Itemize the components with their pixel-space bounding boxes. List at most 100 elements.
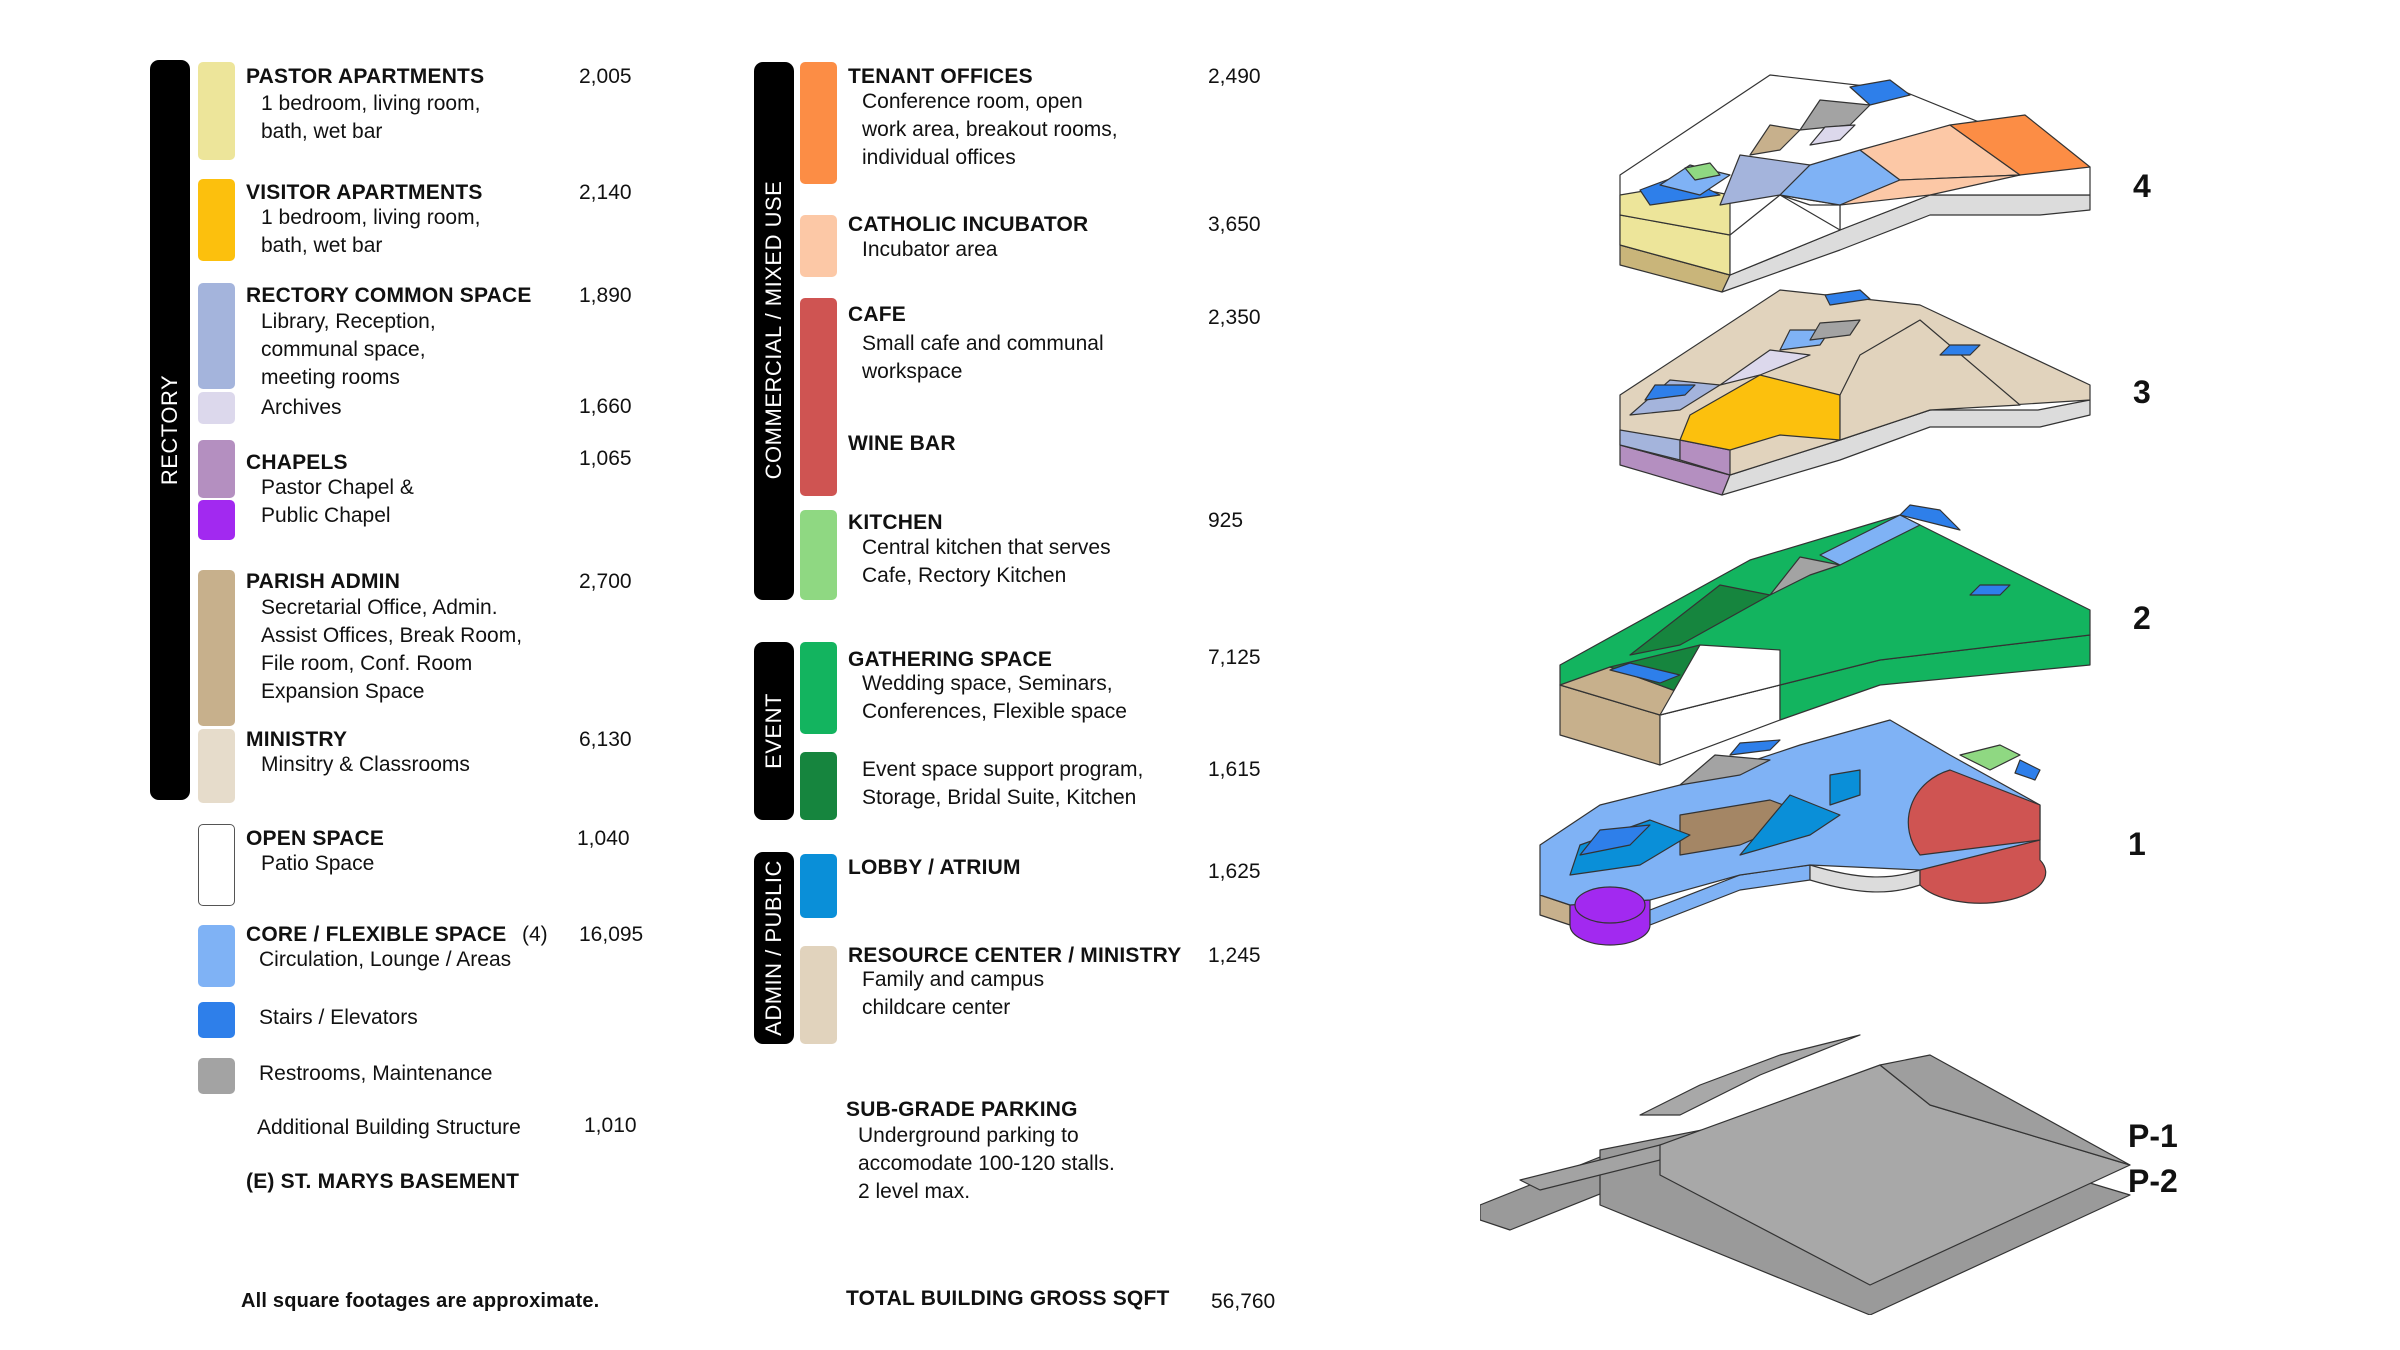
visitor-apartments-desc: 1 bedroom, living room, bath, wet bar (261, 206, 481, 257)
parish-admin-swatch (198, 570, 235, 726)
rectory-group-bar (150, 60, 190, 800)
tenant-offices-title: TENANT OFFICES (848, 65, 1033, 88)
approximate-note: All square footages are approximate. (241, 1290, 600, 1312)
rectory-common-sqft: 1,890 (579, 284, 632, 307)
resource-center-swatch (800, 946, 837, 1044)
cafe-sqft: 2,350 (1208, 306, 1261, 329)
basement-title: (E) ST. MARYS BASEMENT (246, 1170, 520, 1193)
cafe-swatch (800, 298, 837, 496)
pastor-apartments-swatch (198, 62, 235, 160)
kitchen-desc: Central kitchen that serves Cafe, Rector… (862, 536, 1111, 587)
rectory-group-label: RECTORY (157, 374, 182, 486)
parking-levels (1480, 1034, 2131, 1315)
rectory-common-desc: Library, Reception, communal space, meet… (261, 310, 436, 389)
level-2-label: 2 (2133, 600, 2151, 636)
tenant-offices-desc: Conference room, open work area, breakou… (862, 90, 1118, 169)
stairs-desc: Stairs / Elevators (259, 1006, 418, 1029)
restrooms-desc: Restrooms, Maintenance (259, 1062, 493, 1085)
level-4-label: 4 (2133, 168, 2151, 204)
resource-center-sqft: 1,245 (1208, 944, 1261, 967)
parking-desc: Underground parking to accomodate 100-12… (858, 1124, 1115, 1203)
parish-admin-desc: Secretarial Office, Admin. Assist Office… (261, 596, 523, 703)
parking-title: SUB-GRADE PARKING (846, 1098, 1078, 1121)
total-value: 56,760 (1211, 1290, 1276, 1313)
open-space-desc: Patio Space (261, 852, 375, 875)
chapels-sqft: 1,065 (579, 447, 632, 470)
kitchen-sqft: 925 (1208, 509, 1244, 532)
visitor-apartments-title: VISITOR APARTMENTS (246, 181, 483, 204)
admin-group-label: ADMIN / PUBLIC (761, 860, 786, 1036)
level-3-plate (1619, 289, 2091, 496)
axonometric-floor-stack (1480, 74, 2131, 1315)
lobby-sqft: 1,625 (1208, 860, 1261, 883)
admin-group-bar (754, 852, 794, 1044)
archives-desc: Archives (261, 396, 342, 419)
ministry-title: MINISTRY (246, 728, 348, 751)
cafe-title: CAFE (848, 303, 906, 326)
chapels-title: CHAPELS (246, 451, 348, 474)
core-sqft: 16,095 (579, 923, 644, 946)
ministry-desc: Minsitry & Classrooms (261, 753, 470, 776)
open-space-title: OPEN SPACE (246, 827, 385, 850)
incubator-title: CATHOLIC INCUBATOR (848, 213, 1089, 236)
level-4-plate (1619, 74, 2091, 293)
event-group-bar (754, 642, 794, 820)
level-1-plate (1539, 719, 2047, 946)
archives-sqft: 1,660 (579, 395, 632, 418)
gathering-desc: Wedding space, Seminars, Conferences, Fl… (862, 672, 1127, 723)
commercial-group-label: COMMERCIAL / MIXED USE (761, 180, 786, 480)
wine-bar-title: WINE BAR (848, 432, 956, 455)
core-count: (4) (522, 923, 548, 946)
pastor-apartments-desc: 1 bedroom, living room, bath, wet bar (261, 92, 481, 143)
gathering-sqft: 7,125 (1208, 646, 1261, 669)
resource-center-desc: Family and campus childcare center (862, 968, 1045, 1019)
archives-swatch (198, 392, 235, 424)
ministry-sqft: 6,130 (579, 728, 632, 751)
visitor-apartments-sqft: 2,140 (579, 181, 632, 204)
core-swatch (198, 925, 235, 987)
core-desc: Circulation, Lounge / Areas (259, 948, 512, 971)
event-support-sqft: 1,615 (1208, 758, 1261, 781)
chapels-desc: Pastor Chapel & Public Chapel (261, 476, 414, 527)
pastor-apartments-title: PASTOR APARTMENTS (246, 65, 485, 88)
resource-center-title: RESOURCE CENTER / MINISTRY (848, 944, 1182, 967)
ministry-swatch (198, 729, 235, 803)
level-1-label: 1 (2128, 826, 2146, 862)
lobby-title: LOBBY / ATRIUM (848, 856, 1021, 879)
stairs-swatch (198, 1002, 235, 1038)
total-label: TOTAL BUILDING GROSS SQFT (846, 1287, 1170, 1310)
tenant-offices-swatch (800, 62, 837, 184)
open-space-sqft: 1,040 (577, 827, 630, 850)
kitchen-swatch (800, 510, 837, 600)
additional-structure-desc: Additional Building Structure (257, 1116, 521, 1139)
tenant-offices-sqft: 2,490 (1208, 65, 1261, 88)
restrooms-swatch (198, 1058, 235, 1094)
event-support-desc: Event space support program, Storage, Br… (862, 758, 1144, 809)
open-space-swatch (198, 824, 235, 906)
level-3-label: 3 (2133, 374, 2151, 410)
lobby-swatch (800, 854, 837, 918)
rectory-common-swatch (198, 283, 235, 389)
pastor-chapel-swatch (198, 440, 235, 498)
pastor-apartments-sqft: 2,005 (579, 65, 632, 88)
event-support-swatch (800, 752, 837, 820)
rectory-common-title: RECTORY COMMON SPACE (246, 284, 532, 307)
level-p1-label: P-1 (2128, 1118, 2178, 1154)
cafe-desc: Small cafe and communal workspace (862, 332, 1104, 383)
public-chapel-swatch (198, 500, 235, 540)
commercial-group-bar (754, 62, 794, 600)
visitor-apartments-swatch (198, 179, 235, 261)
level-p2-label: P-2 (2128, 1163, 2178, 1199)
gathering-swatch (800, 642, 837, 734)
additional-structure-sqft: 1,010 (584, 1114, 637, 1137)
core-title: CORE / FLEXIBLE SPACE (246, 923, 507, 946)
incubator-swatch (800, 215, 837, 277)
parish-admin-title: PARISH ADMIN (246, 570, 401, 593)
event-group-label: EVENT (761, 693, 786, 769)
incubator-desc: Incubator area (862, 238, 998, 261)
gathering-title: GATHERING SPACE (848, 648, 1053, 671)
level-2-plate (1559, 504, 2091, 766)
kitchen-title: KITCHEN (848, 511, 943, 534)
incubator-sqft: 3,650 (1208, 213, 1261, 236)
parish-admin-sqft: 2,700 (579, 570, 632, 593)
